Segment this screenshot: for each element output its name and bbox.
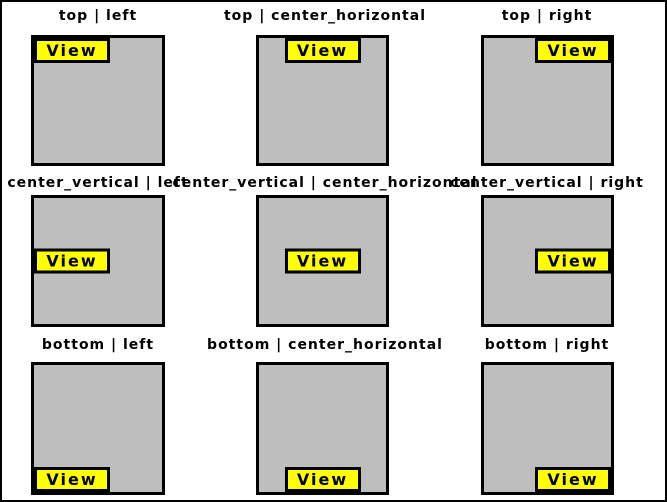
view-button-center-vertical-right[interactable]: View <box>535 248 611 274</box>
container-top-center-horizontal: View <box>256 35 389 166</box>
view-button-bottom-right[interactable]: View <box>535 467 611 492</box>
label-center-vertical-center-horizontal: center_vertical | center_horizontal <box>172 175 478 191</box>
label-bottom-center-horizontal: bottom | center_horizontal <box>207 337 443 353</box>
container-top-right: View <box>481 35 614 166</box>
view-button-top-center-horizontal[interactable]: View <box>284 38 361 63</box>
view-button-top-right[interactable]: View <box>535 38 611 63</box>
container-center-vertical-center-horizontal: View <box>256 195 389 327</box>
label-top-right: top | right <box>501 8 593 24</box>
container-bottom-center-horizontal: View <box>256 362 389 495</box>
view-button-bottom-center-horizontal[interactable]: View <box>284 467 361 492</box>
container-center-vertical-left: View <box>31 195 165 327</box>
label-bottom-right: bottom | right <box>484 337 610 353</box>
view-button-center-vertical-center-horizontal[interactable]: View <box>284 248 361 274</box>
container-bottom-left: View <box>31 362 165 495</box>
view-button-top-left[interactable]: View <box>34 38 110 63</box>
view-button-center-vertical-left[interactable]: View <box>34 248 110 274</box>
label-center-vertical-right: center_vertical | right <box>450 175 644 191</box>
label-top-center-horizontal: top | center_horizontal <box>223 8 427 24</box>
container-center-vertical-right: View <box>481 195 614 327</box>
label-top-left: top | left <box>58 8 138 24</box>
container-bottom-right: View <box>481 362 614 495</box>
label-bottom-left: bottom | left <box>41 337 155 353</box>
label-center-vertical-left: center_vertical | left <box>7 175 189 191</box>
view-button-bottom-left[interactable]: View <box>34 467 110 492</box>
container-top-left: View <box>31 35 165 166</box>
